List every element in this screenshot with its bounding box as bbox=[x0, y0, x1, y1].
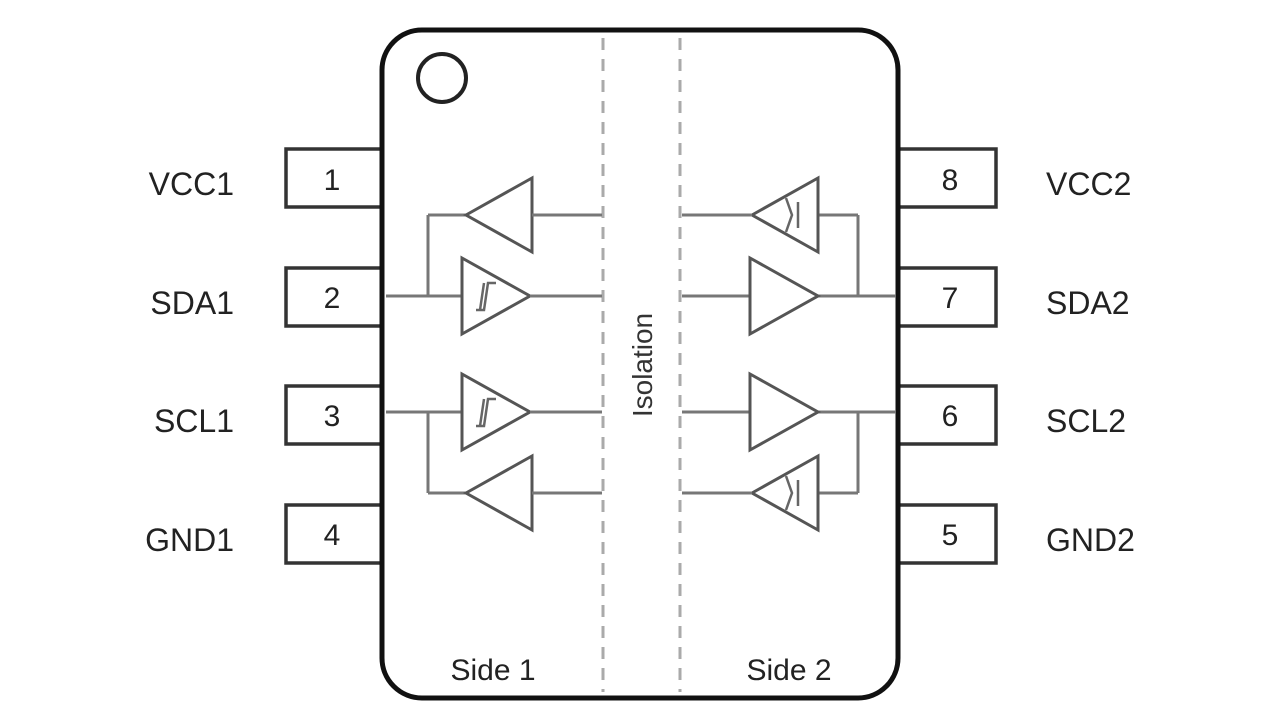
side1-label: Side 1 bbox=[450, 654, 535, 687]
pin-number-7: 7 bbox=[942, 282, 959, 315]
side1-circuit bbox=[386, 175, 602, 533]
side2-label: Side 2 bbox=[746, 654, 831, 687]
pin-box-1 bbox=[284, 147, 388, 209]
side2-opendrain-buffer-sda bbox=[748, 175, 820, 255]
pin-box-6 bbox=[894, 384, 998, 446]
pin-name-5: GND2 bbox=[1046, 522, 1135, 558]
pin-name-3: SCL1 bbox=[154, 403, 234, 439]
pin-number-4: 4 bbox=[324, 519, 341, 552]
isolation-label: Isolation bbox=[627, 313, 658, 417]
side2-buffer-scl-out bbox=[748, 371, 822, 453]
side2-buffer-sda-out bbox=[748, 255, 822, 337]
pin-name-7: SDA2 bbox=[1046, 285, 1130, 321]
pin-name-2: SDA1 bbox=[150, 285, 234, 321]
pin1-marker-icon bbox=[416, 52, 468, 104]
pin-name-4: GND1 bbox=[145, 522, 234, 558]
pin-name-8: VCC2 bbox=[1046, 166, 1131, 202]
pin-number-2: 2 bbox=[324, 282, 341, 315]
side2-circuit bbox=[682, 175, 896, 533]
pin-number-6: 6 bbox=[942, 400, 959, 433]
side1-schmitt-buffer-sda bbox=[460, 255, 534, 337]
pin-box-8 bbox=[894, 147, 998, 209]
pin-number-5: 5 bbox=[942, 519, 959, 552]
pin-number-3: 3 bbox=[324, 400, 341, 433]
pin-name-1: VCC1 bbox=[149, 166, 234, 202]
pin-number-1: 1 bbox=[324, 164, 341, 197]
pin-box-2 bbox=[284, 266, 388, 328]
side1-schmitt-buffer-scl bbox=[460, 371, 534, 453]
side2-opendrain-buffer-scl bbox=[748, 453, 820, 533]
pin-number-8: 8 bbox=[942, 164, 959, 197]
pin-name-6: SCL2 bbox=[1046, 403, 1126, 439]
pin-box-3 bbox=[284, 384, 388, 446]
